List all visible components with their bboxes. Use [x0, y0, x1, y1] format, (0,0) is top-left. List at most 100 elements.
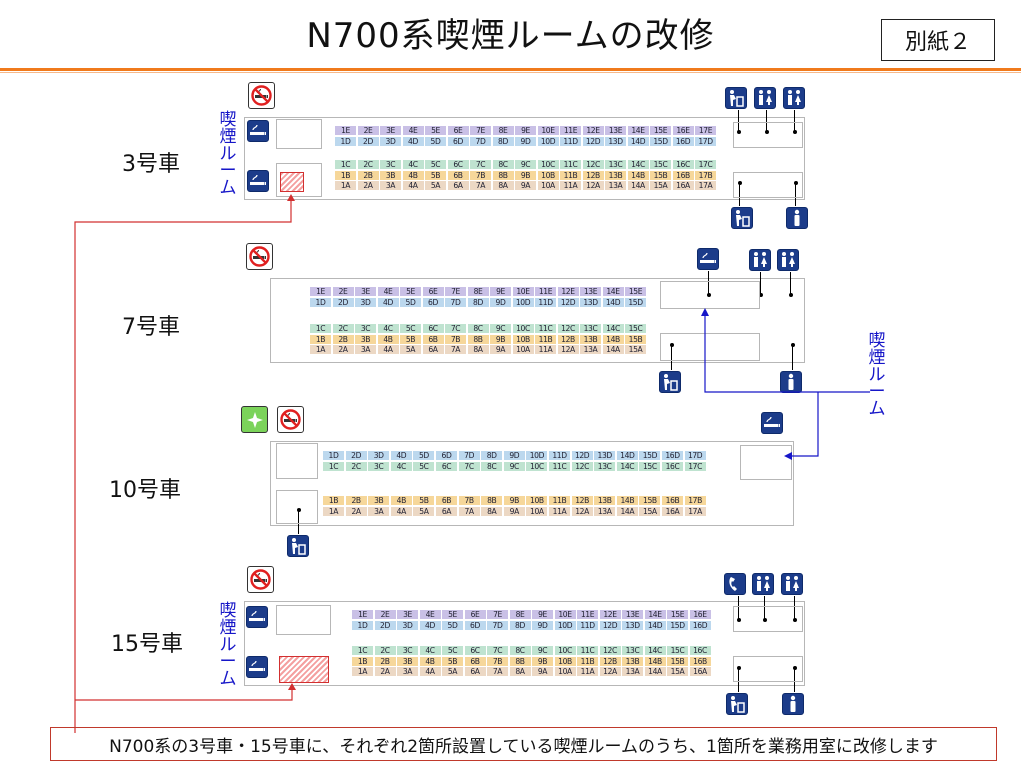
seat-7C: 7C — [470, 160, 491, 169]
seat-15E: 15E — [650, 126, 671, 135]
seat-5C: 5C — [442, 646, 463, 655]
washroom-car3 — [733, 172, 803, 198]
leader-line — [738, 110, 739, 132]
seat-6A: 6A — [436, 506, 457, 516]
seat-5D: 5D — [442, 620, 463, 630]
seat-2A: 2A — [345, 506, 367, 516]
seat-5E: 5E — [425, 126, 446, 135]
seat-6C: 6C — [464, 646, 486, 655]
seat-1D: 1D — [352, 620, 373, 630]
seat-4C: 4C — [402, 160, 424, 169]
converted-room-car3 — [280, 172, 304, 192]
seat-8A: 8A — [492, 181, 514, 190]
no-smoking-icon — [277, 406, 304, 433]
seat-17B: 17B — [684, 496, 706, 505]
seat-8D: 8D — [481, 451, 503, 460]
seat-15E: 15E — [625, 287, 646, 296]
title-rule-shadow — [0, 72, 1021, 73]
seat-17C: 17C — [684, 461, 706, 471]
seat-12D: 12D — [599, 620, 621, 630]
seat-10B: 10B — [512, 334, 534, 344]
seat-4A: 4A — [402, 181, 424, 190]
seat-10D: 10D — [512, 297, 534, 307]
seat-14C: 14C — [627, 160, 649, 169]
seat-6C: 6C — [436, 461, 457, 471]
leader-line — [794, 596, 795, 620]
seat-15C: 15C — [639, 461, 661, 471]
deck-car7-lower — [660, 333, 760, 361]
seat-1B: 1B — [335, 170, 356, 180]
seat-2D: 2D — [332, 297, 354, 307]
seat-9C: 9C — [532, 646, 553, 655]
seat-8B: 8B — [467, 334, 489, 344]
seat-10A: 10A — [554, 667, 576, 676]
smoking-room-label-car15: 喫煙ルーム — [219, 601, 237, 689]
seat-11D: 11D — [560, 136, 581, 146]
seat-2E: 2E — [374, 610, 396, 619]
seat-14E: 14E — [602, 287, 624, 296]
seat-14C: 14C — [644, 646, 666, 655]
seat-7D: 7D — [458, 451, 480, 460]
seat-11B: 11B — [549, 496, 570, 505]
seat-4B: 4B — [402, 170, 424, 180]
leader-line — [794, 668, 795, 692]
seat-3B: 3B — [397, 656, 418, 666]
seat-11A: 11A — [577, 667, 598, 676]
seat-1D: 1D — [323, 451, 344, 460]
phone-icon — [724, 573, 746, 595]
seat-3B: 3B — [355, 334, 376, 344]
seat-3C: 3C — [368, 461, 390, 471]
seat-5E: 5E — [442, 610, 463, 619]
seat-13B: 13B — [594, 496, 616, 505]
seat-7E: 7E — [470, 126, 491, 135]
trash-icon — [731, 207, 753, 229]
leader-line — [792, 345, 793, 370]
seat-2C: 2C — [332, 324, 354, 333]
seat-16A: 16A — [672, 181, 694, 190]
seat-2A: 2A — [374, 667, 396, 676]
seat-5C: 5C — [425, 160, 446, 169]
green-car-icon — [241, 406, 268, 433]
leader-line — [790, 272, 791, 295]
leader-dot — [792, 130, 797, 134]
seat-14A: 14A — [602, 345, 624, 354]
leader-line — [738, 596, 739, 620]
seat-5A: 5A — [442, 667, 463, 676]
seat-8A: 8A — [467, 345, 489, 354]
seat-9C: 9C — [490, 324, 511, 333]
seat-16A: 16A — [662, 506, 683, 516]
seat-13C: 13C — [605, 160, 626, 169]
seat-16B: 16B — [672, 170, 694, 180]
seat-5D: 5D — [425, 136, 446, 146]
seat-11B: 11B — [535, 334, 556, 344]
seat-13A: 13A — [622, 667, 643, 676]
leader-line — [760, 272, 761, 295]
seat-16D: 16D — [689, 620, 711, 630]
seat-14B: 14B — [627, 170, 649, 180]
seat-14B: 14B — [644, 656, 666, 666]
car-label-15: 15号車 — [111, 632, 183, 657]
seat-11C: 11C — [549, 461, 570, 471]
deck-car10-upper — [276, 443, 318, 479]
seat-12C: 12C — [557, 324, 579, 333]
no-smoking-icon — [246, 243, 273, 270]
seat-12E: 12E — [599, 610, 621, 619]
seat-11C: 11C — [560, 160, 581, 169]
seat-11A: 11A — [549, 506, 570, 516]
seat-7A: 7A — [487, 667, 508, 676]
seat-11E: 11E — [560, 126, 581, 135]
smoking-room-label-right: 喫煙ルーム — [868, 331, 886, 419]
seat-5A: 5A — [425, 181, 446, 190]
seat-3A: 3A — [368, 506, 390, 516]
seat-7A: 7A — [470, 181, 491, 190]
seat-17D: 17D — [695, 136, 716, 146]
seat-12B: 12B — [582, 170, 604, 180]
seat-9A: 9A — [490, 345, 511, 354]
seat-10A: 10A — [512, 345, 534, 354]
seat-4E: 4E — [377, 287, 399, 296]
seat-11B: 11B — [560, 170, 581, 180]
leader-dot — [736, 666, 741, 670]
seat-15C: 15C — [625, 324, 646, 333]
vestibule-car3-upper — [276, 119, 322, 149]
seat-11A: 11A — [535, 345, 556, 354]
